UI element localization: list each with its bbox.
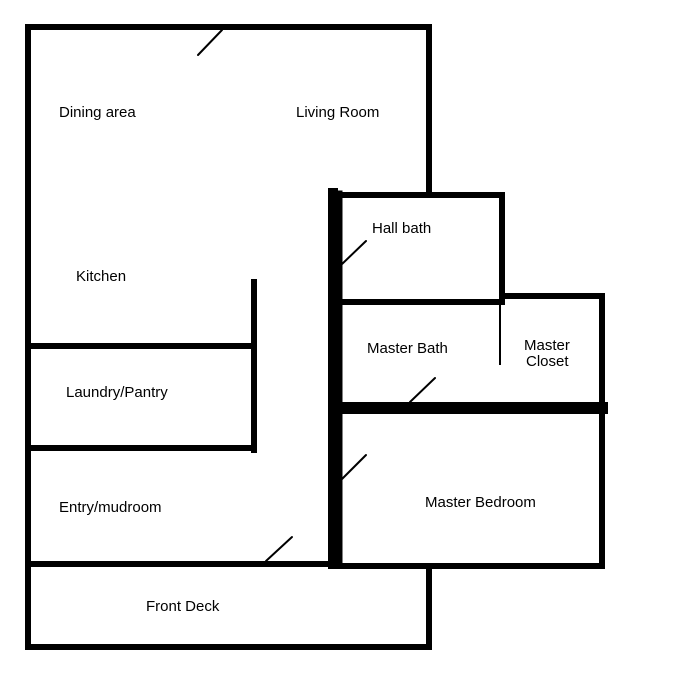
label-kitchen: Kitchen [76,268,126,285]
label-entry-mudroom: Entry/mudroom [59,499,162,516]
label-hall-bath: Hall bath [372,220,431,237]
label-master-bath: Master Bath [367,340,448,357]
label-front-deck: Front Deck [146,598,220,615]
door-living-top [197,29,223,56]
door-hall-bath [340,240,367,266]
label-master-closet-line1: Master [524,337,570,354]
label-master-closet-line2: Closet [526,353,569,370]
door-entry [265,536,293,562]
label-living-room: Living Room [296,104,379,121]
door-master-bedroom [340,454,367,481]
label-dining-area: Dining area [59,104,136,121]
door-master-bath [409,377,436,403]
label-laundry-pantry: Laundry/Pantry [66,384,168,401]
label-master-bedroom: Master Bedroom [425,494,536,511]
